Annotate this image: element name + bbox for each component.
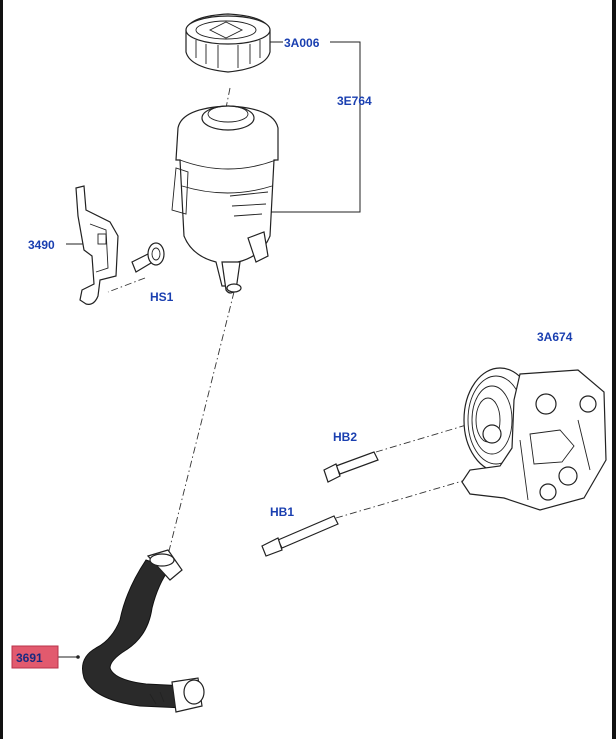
callout-3691[interactable]: 3691: [16, 651, 43, 665]
bolt-hb1[interactable]: [261, 515, 339, 557]
assembly-line-hose: [167, 291, 235, 556]
callout-hb2[interactable]: HB2: [333, 430, 357, 444]
leader-reservoir: [270, 41, 361, 213]
bolt-hb2[interactable]: [323, 451, 379, 483]
callout-hb1[interactable]: HB1: [270, 505, 294, 519]
callout-3a006[interactable]: 3A006: [284, 36, 320, 50]
callout-3490[interactable]: 3490: [28, 238, 55, 252]
mounting-bracket[interactable]: [75, 185, 119, 305]
callout-3a674[interactable]: 3A674: [537, 330, 573, 344]
return-hose[interactable]: [82, 549, 205, 713]
callout-highlight-box: [11, 645, 59, 669]
callout-hs1[interactable]: HS1: [150, 290, 174, 304]
frame-right-border: [612, 0, 616, 739]
assembly-line-screw: [107, 277, 146, 293]
reservoir[interactable]: [171, 105, 279, 294]
reservoir-cap[interactable]: [185, 13, 271, 73]
screw-hs1[interactable]: [131, 242, 165, 273]
frame-left-border: [0, 0, 3, 739]
leader-dot-hose: [76, 655, 80, 659]
assembly-line-cap: [225, 87, 231, 109]
power-steering-pump[interactable]: [461, 367, 607, 511]
callout-3e764[interactable]: 3E764: [337, 94, 372, 108]
